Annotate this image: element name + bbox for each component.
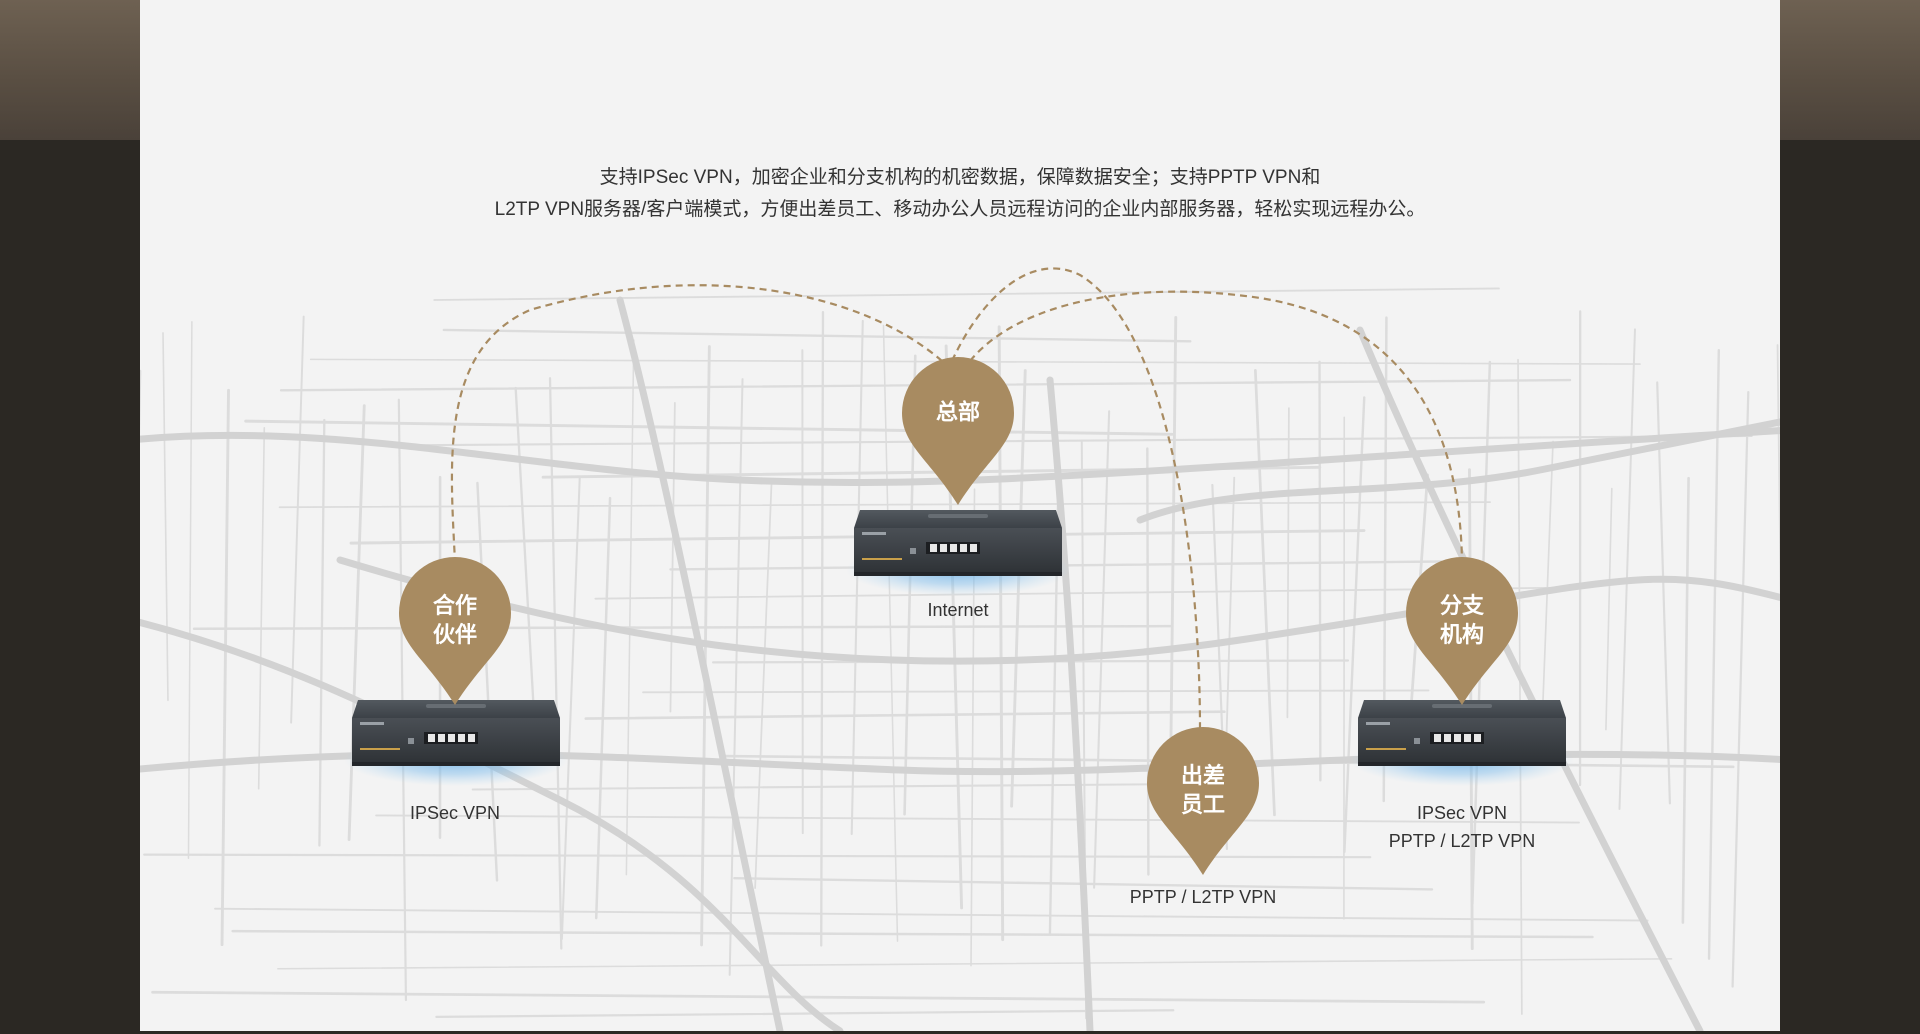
pin-hq: 总部 — [936, 398, 980, 427]
vpn-links — [450, 267, 1464, 731]
pin-hq-label: 总部 — [935, 399, 981, 425]
intro-text: 支持IPSec VPN，加密企业和分支机构的机密数据，保障数据安全；支持PPTP… — [140, 162, 1780, 226]
branch-connection-label-2: PPTP / L2TP VPN — [1388, 831, 1536, 851]
router-icon — [1358, 700, 1566, 766]
pin-branch-label-1: 分支 — [1439, 593, 1485, 618]
map-pin-icon — [902, 357, 1014, 505]
map-pin-icon — [1406, 557, 1518, 705]
intro-line-1: 支持IPSec VPN，加密企业和分支机构的机密数据，保障数据安全；支持PPTP… — [599, 167, 1321, 188]
branch-connection-label-1: IPSec VPN — [1416, 803, 1508, 823]
vpn-topology-diagram — [344, 267, 1574, 875]
partner-connection-label: IPSec VPN — [409, 803, 501, 823]
pin-traveler-label-1: 出差 — [1180, 763, 1226, 788]
content-panel: 支持IPSec VPN，加密企业和分支机构的机密数据，保障数据安全；支持PPTP… — [140, 0, 1780, 1031]
link-hq-branch — [969, 290, 1464, 563]
traveler-connection-label: PPTP / L2TP VPN — [1129, 887, 1277, 907]
pin-branch: 分支 机构 — [1440, 591, 1484, 649]
intro-line-2: L2TP VPN服务器/客户端模式，方便出差员工、移动办公人员远程访问的企业内部… — [494, 199, 1426, 220]
pin-traveler: 出差 员工 — [1181, 761, 1225, 819]
router-partner — [344, 700, 568, 786]
router-icon — [854, 510, 1062, 576]
router-branch — [1350, 700, 1574, 786]
hq-connection-label: Internet — [927, 600, 989, 620]
map-pin-icon — [399, 557, 511, 705]
map-pin-icon — [1147, 727, 1259, 875]
link-hq-traveler — [951, 267, 1202, 731]
pin-branch-label-2: 机构 — [1439, 622, 1485, 647]
pin-traveler-label-2: 员工 — [1180, 792, 1226, 817]
pin-partner-label-1: 合作 — [432, 593, 478, 618]
pin-partner: 合作 伙伴 — [433, 591, 477, 649]
link-hq-partner — [450, 284, 943, 563]
branch-connection-label: IPSec VPN PPTP / L2TP VPN — [1389, 799, 1535, 855]
router-hq — [846, 510, 1070, 596]
pin-partner-label-2: 伙伴 — [432, 622, 478, 647]
router-icon — [352, 700, 560, 766]
